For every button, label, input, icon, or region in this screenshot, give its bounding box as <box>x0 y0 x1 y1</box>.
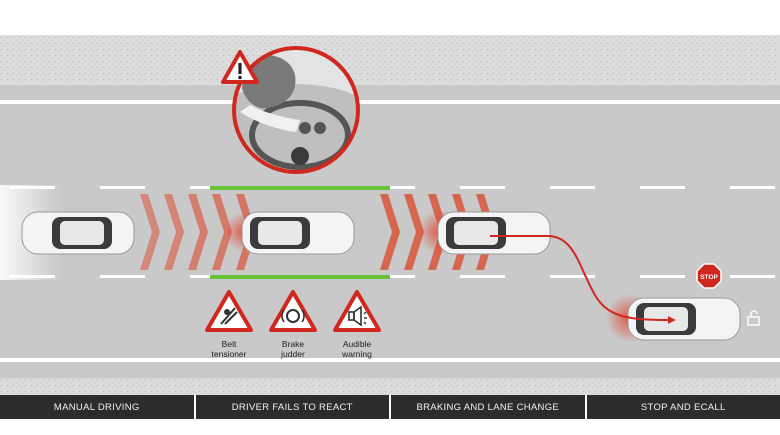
audible-warning-icon <box>333 290 381 332</box>
top-edge-line <box>0 100 780 104</box>
warning-label-line1: Audible <box>342 339 372 349</box>
brake-judder-icon <box>269 290 317 332</box>
lower-lane-dashes <box>10 275 775 278</box>
chevron <box>380 194 400 270</box>
warning-label-line1: Brake <box>281 339 305 349</box>
lane-dash <box>100 275 145 278</box>
warning-label-line1: Belt <box>221 339 237 349</box>
chevron <box>140 194 160 270</box>
car-driver-fails <box>241 211 355 255</box>
unlock-icon <box>747 310 760 326</box>
lower-shoulder <box>0 378 780 395</box>
lane-dash <box>370 275 415 278</box>
warning-label-line2: judder <box>281 349 305 359</box>
driver-view-bubble <box>232 46 360 174</box>
lane-dash <box>550 275 595 278</box>
bottom-edge-line <box>0 358 780 362</box>
lane-dash <box>460 186 505 189</box>
lane-dash <box>100 186 145 189</box>
car-manual-driving <box>21 211 135 255</box>
lane-change-path <box>490 235 673 321</box>
lane-dash <box>550 186 595 189</box>
stage-braking-and-lane-change: BRAKING AND LANE CHANGE <box>391 395 587 419</box>
green-marker-top <box>210 186 390 190</box>
stop-sign-icon: STOP <box>696 263 722 289</box>
stage-manual-driving: MANUAL DRIVING <box>0 395 196 419</box>
belt-tensioner-icon <box>205 290 253 332</box>
warning-triangle-icon <box>221 50 259 84</box>
warning-label-line2: warning <box>342 349 372 359</box>
warning-label-belt-tensioner: Belt tensioner <box>194 339 264 359</box>
lane-dash <box>370 186 415 189</box>
stop-sign-text: STOP <box>700 274 718 281</box>
lane-dash <box>460 275 505 278</box>
car-braking <box>437 211 551 255</box>
stage-stop-and-ecall: STOP AND ECALL <box>640 401 726 413</box>
upper-lane-dashes <box>10 186 775 189</box>
warning-label-brake-judder: Brake judder <box>258 339 328 359</box>
upper-shoulder <box>0 35 780 85</box>
warning-label-audible-warning: Audible warning <box>322 339 392 359</box>
stage-driver-fails-to-react: DRIVER FAILS TO REACT <box>196 395 391 419</box>
lane-dash <box>640 275 685 278</box>
lane-dash <box>730 275 775 278</box>
lane-dash <box>640 186 685 189</box>
lane-dash <box>730 186 775 189</box>
chevron <box>164 194 184 270</box>
green-marker-bottom <box>210 275 390 279</box>
path-arrowhead <box>668 316 676 324</box>
warning-label-line2: tensioner <box>211 349 247 359</box>
stage-bar: MANUAL DRIVING DRIVER FAILS TO REACT BRA… <box>0 395 780 419</box>
chevron <box>188 194 208 270</box>
